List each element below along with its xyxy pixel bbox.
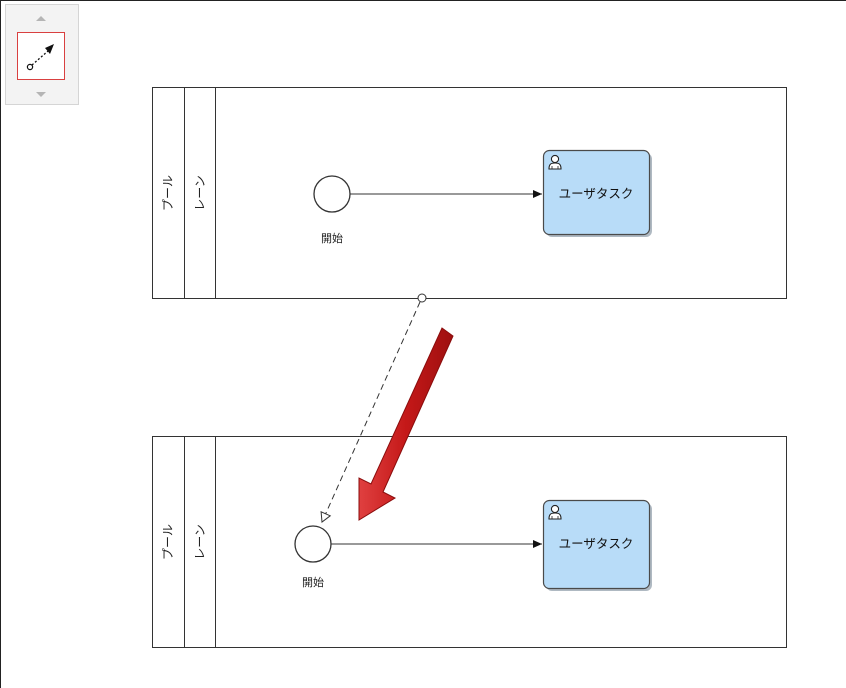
lane-1-label: レーン — [193, 175, 207, 210]
user-icon — [548, 504, 562, 520]
message-flow-line[interactable] — [320, 301, 421, 523]
message-flow[interactable] — [320, 293, 427, 523]
start-event-2-label: 開始 — [302, 575, 324, 589]
start-event-1[interactable] — [313, 175, 351, 213]
lane-2-label: レーン — [193, 524, 207, 559]
tool-palette — [5, 4, 79, 105]
user-task-2[interactable] — [542, 499, 653, 592]
pool-1[interactable]: プール レーン 開始 ユーザタスク — [152, 87, 787, 299]
start-event-2[interactable] — [294, 525, 332, 563]
user-task-1[interactable] — [542, 149, 653, 238]
red-annotation-arrow — [358, 327, 454, 521]
message-flow-source-circle — [417, 293, 427, 303]
triangle-down-icon — [36, 92, 46, 97]
pool-2-frame[interactable] — [152, 436, 787, 648]
pool-2-label: プール — [161, 524, 175, 560]
user-icon — [548, 154, 562, 170]
user-task-1-label: ユーザタスク — [559, 186, 634, 201]
pool-1-label: プール — [161, 175, 175, 211]
message-flow-tool-button[interactable] — [17, 32, 65, 80]
user-task-2-label: ユーザタスク — [559, 536, 634, 551]
start-event-1-label: 開始 — [321, 231, 343, 245]
palette-scroll-down-button[interactable] — [33, 87, 49, 101]
pool-2[interactable]: プール レーン 開始 ユーザタスク — [152, 436, 787, 648]
pool-1-frame[interactable] — [152, 87, 787, 299]
triangle-up-icon — [36, 16, 46, 21]
palette-scroll-up-button[interactable] — [33, 10, 49, 24]
dotted-connector-arrow-icon — [26, 44, 54, 71]
